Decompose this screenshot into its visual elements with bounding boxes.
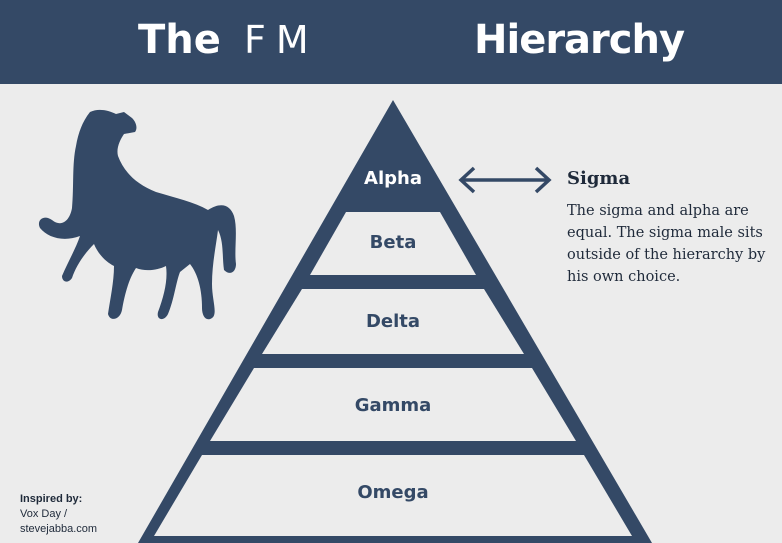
credit-line-1: Vox Day /	[20, 508, 68, 520]
tier-band-omega	[154, 455, 632, 536]
tier-band-beta	[310, 212, 476, 275]
sigma-heading: Sigma	[567, 168, 631, 189]
credit-block: Inspired by: Vox Day / stevejabba.com	[20, 492, 97, 537]
tier-band-gamma	[210, 368, 576, 441]
tier-label-alpha: Alpha	[364, 168, 422, 189]
tier-label-gamma: Gamma	[354, 395, 432, 416]
title-word-the: The	[138, 17, 221, 63]
title-handwritten-fm: FM	[244, 18, 319, 62]
title-banner: The FM Hierarchy	[0, 0, 782, 84]
double-arrow-icon	[458, 166, 552, 194]
tier-label-beta: Beta	[369, 232, 417, 253]
credit-heading: Inspired by:	[20, 493, 83, 505]
tier-label-delta: Delta	[365, 311, 421, 332]
wolf-icon	[38, 109, 237, 320]
sigma-description: The sigma and alpha are equal. The sigma…	[567, 203, 766, 285]
credit-line-2: stevejabba.com	[20, 523, 98, 535]
title-word-hierarchy: Hierarchy	[474, 17, 685, 63]
tier-band-delta	[262, 289, 524, 354]
tier-label-omega: Omega	[357, 482, 429, 503]
